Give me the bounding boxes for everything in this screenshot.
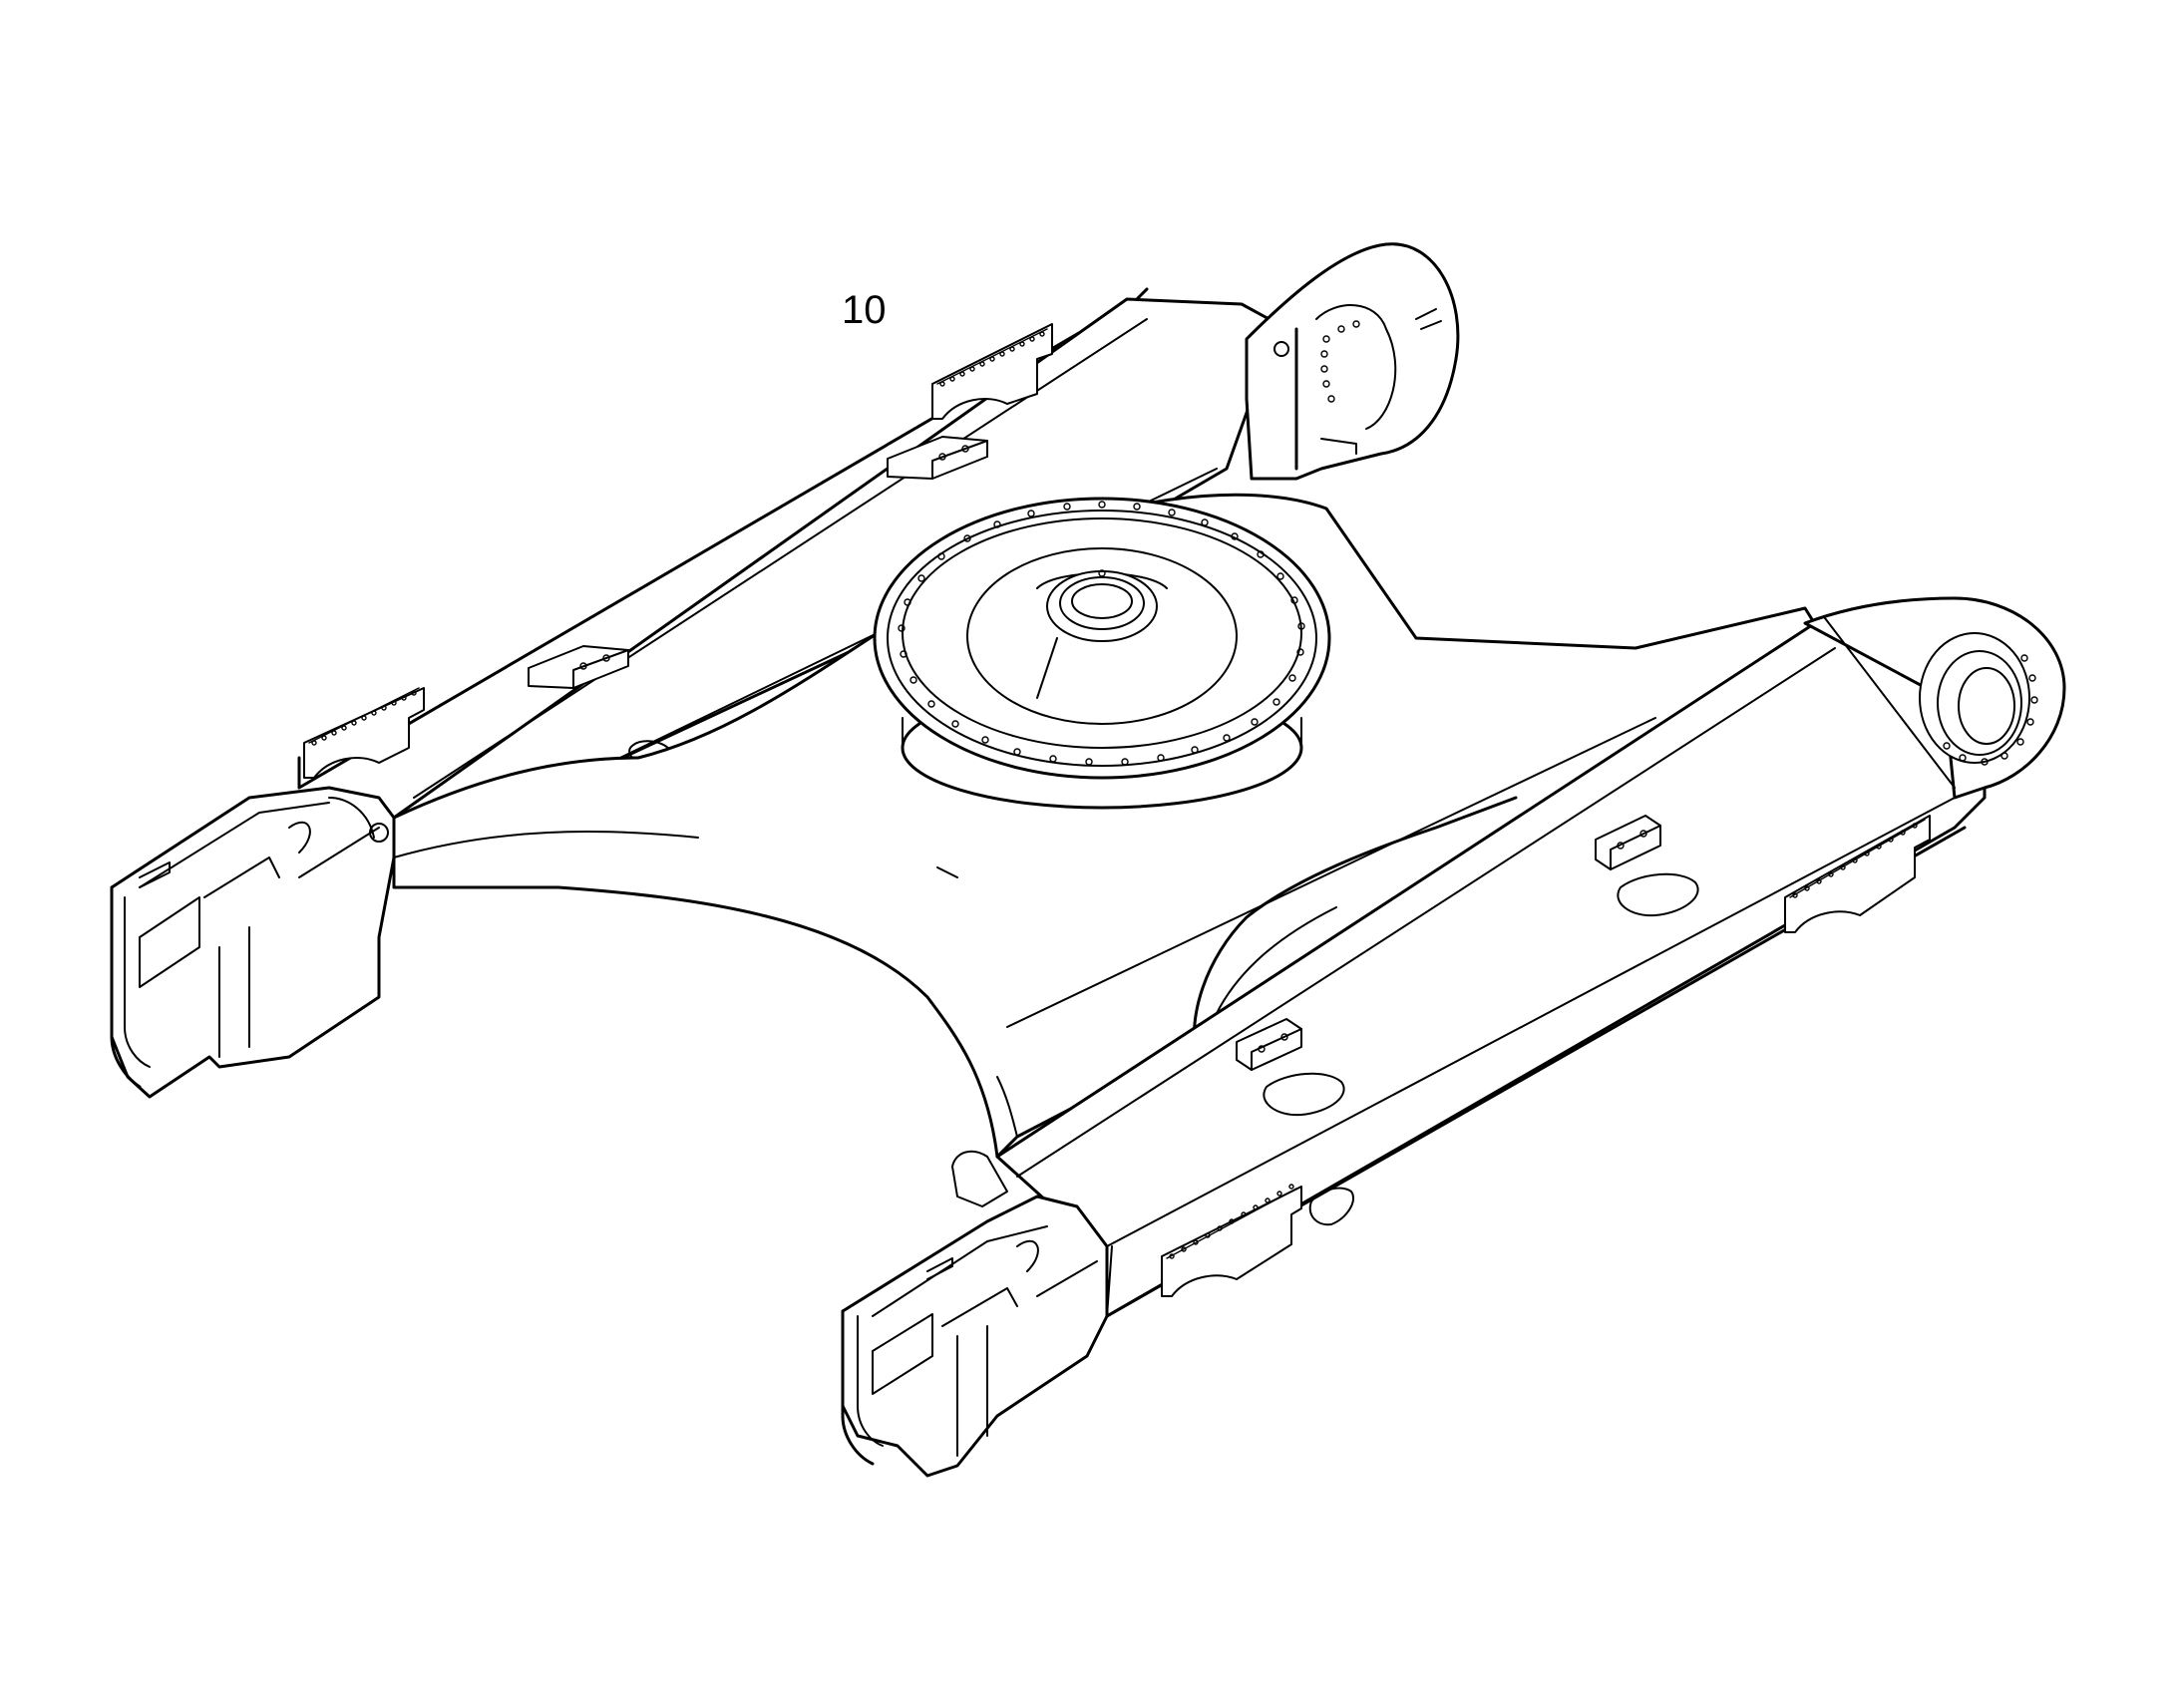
part-callout-label: 10 [842,288,887,332]
front-idler-bolt-holes [1943,654,2038,766]
front-sprocket-end [841,1150,1109,1478]
rear-roller-guard-1 [931,323,1053,420]
front-access-hole-1 [1617,872,1699,917]
rear-mount-block-2 [528,645,629,689]
front-mount-block-1 [1595,815,1661,870]
front-roller-guard-1 [1784,815,1931,933]
front-track-frame [841,596,2066,1478]
rear-track-frame [110,242,1460,1099]
front-access-hole-2 [1263,1072,1345,1117]
center-car-body [392,493,1857,1159]
rear-sprocket-end [110,786,396,1099]
front-access-hole-3 [1308,1187,1354,1226]
front-roller-guard-2 [1161,1184,1302,1297]
swing-bearing [873,497,1331,810]
rear-mount-block-1 [887,436,988,480]
idler-bolt-holes [1320,320,1360,403]
front-mount-block-2 [1236,1018,1302,1071]
swing-bearing-bolt-holes [898,501,1305,766]
rear-roller-guard-2 [303,687,425,779]
